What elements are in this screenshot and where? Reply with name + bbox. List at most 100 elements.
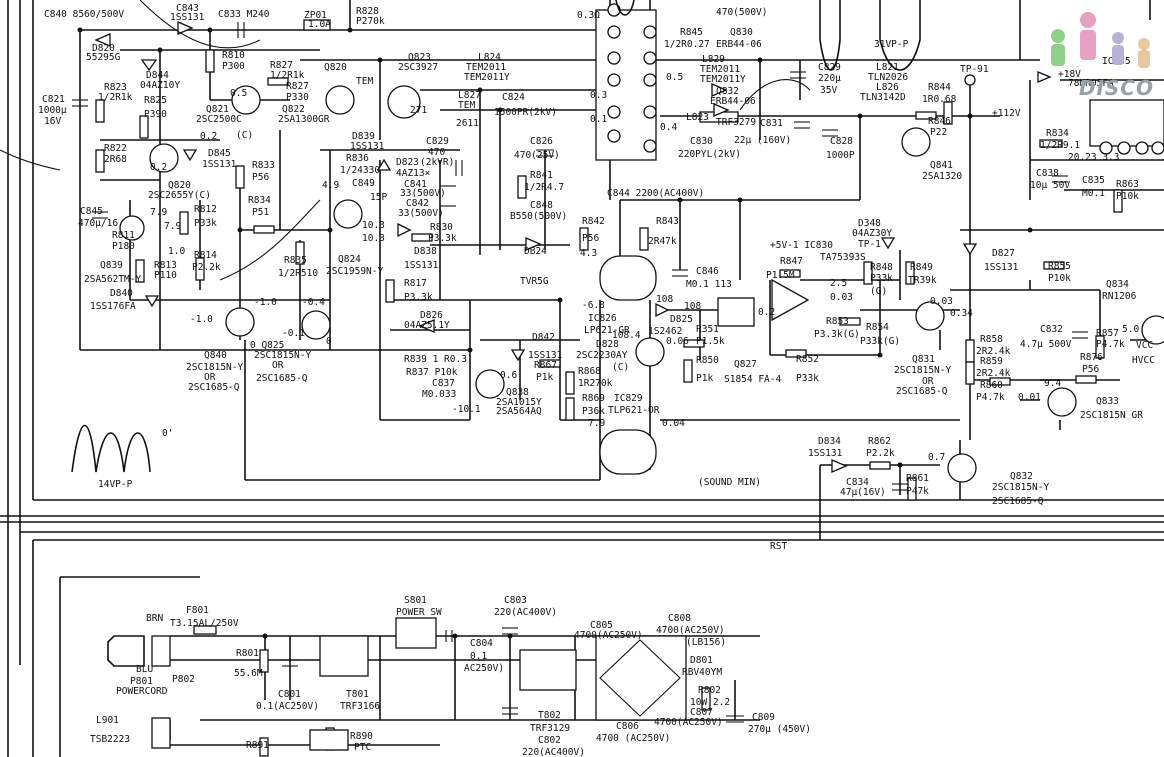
label-q840v: 2SC1815N-Y	[186, 362, 243, 373]
label-ic829: IC829	[614, 393, 643, 404]
label-q821: Q821	[206, 104, 229, 115]
label-r842: R842	[582, 216, 605, 227]
label-l826v: TLN3142D	[860, 92, 906, 103]
label-r876: R876	[1080, 352, 1103, 363]
label-c843: C843	[176, 3, 199, 14]
label-q834: Q834	[1106, 279, 1129, 290]
label-v01b: -0.1	[282, 328, 305, 339]
label-c849: C849	[352, 178, 375, 189]
label-q825x: 2SC1685-Q	[256, 373, 308, 384]
label-c801v: 0.1(AC250V)	[256, 701, 319, 712]
label-r823v: 1/2R1k	[98, 92, 133, 103]
waveforms	[0, 0, 921, 473]
label-c809v: 270μ (450V)	[748, 724, 811, 735]
label-c803v: 220(AC400V)	[494, 607, 557, 618]
label-t802v: TRF3129	[530, 723, 570, 734]
label-c803: C803	[504, 595, 527, 606]
label-v50: 5.0	[1122, 324, 1139, 335]
label-r834: R834	[1046, 128, 1069, 139]
label-l901: L901	[96, 715, 119, 726]
label-v003b: 0.03	[930, 296, 953, 307]
label-q838v: 2SA1015Y	[496, 397, 542, 408]
label-q822v: 2SA1300GR	[278, 114, 330, 125]
label-t801: T801	[346, 689, 369, 700]
label-r834v: 1/2R9.1	[1040, 140, 1080, 151]
label-r822: R822	[104, 143, 127, 154]
label-d834v: 1SS131	[808, 448, 843, 459]
label-v108: 108	[656, 294, 673, 305]
label-v94: 9.4	[1044, 378, 1061, 389]
label-d838: D838	[414, 246, 437, 257]
label-rst: RST	[770, 541, 787, 552]
label-r849: R849	[910, 262, 933, 273]
label-c848: C848	[530, 200, 553, 211]
label-r848: R848	[870, 262, 893, 273]
label-r860v: P4.7k	[976, 392, 1005, 403]
label-c841v: 33(500V)	[400, 188, 446, 199]
label-r852v: P33k	[796, 373, 819, 384]
label-c801: C801	[278, 689, 301, 700]
label-c808w: (LB156)	[686, 637, 726, 648]
label-r817: R817	[404, 278, 427, 289]
label-v2023: 20.23 3.3	[1068, 152, 1119, 163]
label-d825: D825	[670, 314, 693, 325]
label-v79b: 7.9	[164, 221, 181, 232]
label-d834: D834	[818, 436, 841, 447]
label-l827: L827	[458, 90, 481, 101]
label-c829v: 220μ	[818, 73, 841, 84]
label-v101: -10.1	[452, 404, 481, 415]
label-c845: C845	[80, 206, 103, 217]
label-v06: 0.6	[500, 370, 517, 381]
junction-dots	[77, 27, 1033, 639]
label-r811: R811	[112, 230, 135, 241]
label-v003: 0.03	[830, 292, 853, 303]
label-v03b: 0.3	[590, 90, 607, 101]
label-r827c: R827	[286, 81, 309, 92]
label-v10c: -1.0	[190, 314, 213, 325]
label-v10e: 10.3	[362, 233, 385, 244]
label-r845v: 1/2R0.27	[664, 39, 710, 50]
label-q821v: 2SC2500C	[196, 114, 242, 125]
label-r802: R802	[698, 685, 721, 696]
label-r850v: P1k	[696, 373, 713, 384]
label-c841: C841	[404, 179, 427, 190]
label-d825v: 1S2462	[648, 326, 682, 337]
label-v07: 0.7	[928, 452, 945, 463]
power-components	[107, 617, 687, 751]
label-d838v: 1SS131	[404, 260, 439, 271]
label-r842v: P56	[582, 233, 599, 244]
label-r844: R844	[928, 82, 951, 93]
label-r817v: P3.3k	[404, 292, 433, 303]
label-c808v: 4700(AC250V)	[656, 625, 725, 636]
label-r858: R858	[980, 334, 1003, 345]
label-r833v: P56	[252, 172, 269, 183]
label-c835: C835	[1082, 175, 1105, 186]
label-l824a: TEM2011	[466, 62, 506, 73]
label-v10d: 10.3	[362, 220, 385, 231]
label-r814v: P2.2k	[192, 262, 221, 273]
label-c824v: 1500PR(2kV)	[494, 107, 557, 118]
label-ta: TA75393S	[820, 252, 866, 263]
label-r868: R868	[578, 366, 601, 377]
flyback-transformer	[595, 3, 657, 161]
label-c806: C806	[616, 721, 639, 732]
label-v49: 4.9	[322, 180, 339, 191]
label-q820bv: 2SC2655Y(C)	[148, 190, 211, 201]
label-v10b: -1.0	[254, 297, 277, 308]
label-q832b: Q832	[1010, 471, 1033, 482]
label-c826: C826	[530, 136, 553, 147]
label-r859v: 2R2.4k	[976, 368, 1011, 379]
label-v18: +18V	[1058, 69, 1081, 80]
label-vtem: TEM	[356, 76, 373, 87]
label-c834: C834	[846, 477, 869, 488]
label-l824: L824	[478, 52, 501, 63]
label-q832v: ERB44-06	[710, 96, 756, 107]
label-c830v: 220PYL(2kV)	[678, 149, 741, 160]
disco-logo	[1051, 12, 1150, 68]
label-q838w: 2SA564AQ	[496, 406, 542, 417]
label-r855: R855	[1048, 261, 1071, 272]
label-brn: BRN	[146, 613, 163, 624]
label-q838: Q838	[506, 387, 529, 398]
label-q820: Q820	[324, 62, 347, 73]
